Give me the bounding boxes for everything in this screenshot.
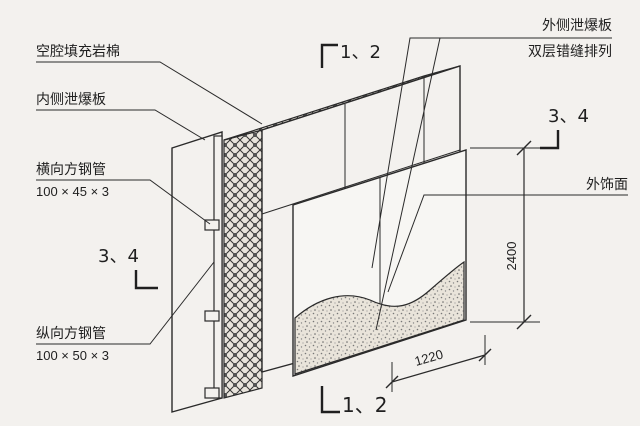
leader-facade bbox=[387, 194, 628, 293]
dim-tick bbox=[478, 348, 492, 362]
leader-outer-panel bbox=[371, 37, 612, 269]
vertical-steel-tube bbox=[213, 135, 223, 399]
leader-vertical-tube bbox=[36, 261, 215, 345]
rock-wool-core bbox=[223, 129, 263, 399]
section-label-34-right: 3、4 bbox=[548, 106, 589, 127]
horizontal-steel-tube bbox=[204, 310, 220, 322]
label-vertical-tube: 纵向方钢管 bbox=[36, 326, 106, 342]
label-horizontal-tube: 横向方钢管 bbox=[36, 162, 106, 178]
section-mark-12-top bbox=[320, 43, 338, 68]
horizontal-steel-tube bbox=[204, 387, 220, 399]
horizontal-steel-tube bbox=[204, 219, 220, 231]
label-outer-panel: 外侧泄爆板 bbox=[542, 18, 612, 34]
facade-render bbox=[294, 260, 465, 375]
label-cavity-fill: 空腔填充岩棉 bbox=[36, 43, 120, 60]
leader-inner-panel bbox=[36, 109, 206, 141]
dim-height-value: 2400 bbox=[504, 242, 519, 271]
dim-tick bbox=[516, 140, 532, 156]
leader-outer-panel-2 bbox=[375, 37, 441, 331]
section-label-12-bottom: 1、2 bbox=[342, 393, 387, 417]
section-label-34-left: 3、4 bbox=[98, 246, 139, 267]
label-outer-panel-arrangement: 双层错缝排列 bbox=[528, 44, 612, 60]
label-horizontal-tube-size: 100 × 45 × 3 bbox=[36, 184, 109, 199]
dim-width-value: 1220 bbox=[413, 346, 445, 368]
section-mark-12-bottom bbox=[320, 386, 340, 414]
label-facade: 外饰面 bbox=[586, 177, 628, 193]
leader-horizontal-tube bbox=[36, 179, 211, 225]
section-mark-34-left bbox=[134, 270, 158, 290]
section-label-12-top: 1、2 bbox=[340, 42, 381, 63]
panel-joint bbox=[261, 149, 461, 215]
section-mark-34-right bbox=[540, 130, 560, 150]
leader-cavity-fill bbox=[36, 61, 263, 125]
label-vertical-tube-size: 100 × 50 × 3 bbox=[36, 348, 109, 363]
dim-tick bbox=[385, 375, 399, 389]
dim-tick bbox=[516, 314, 532, 330]
label-inner-panel: 内侧泄爆板 bbox=[36, 92, 106, 108]
dim-width-line bbox=[391, 354, 486, 383]
